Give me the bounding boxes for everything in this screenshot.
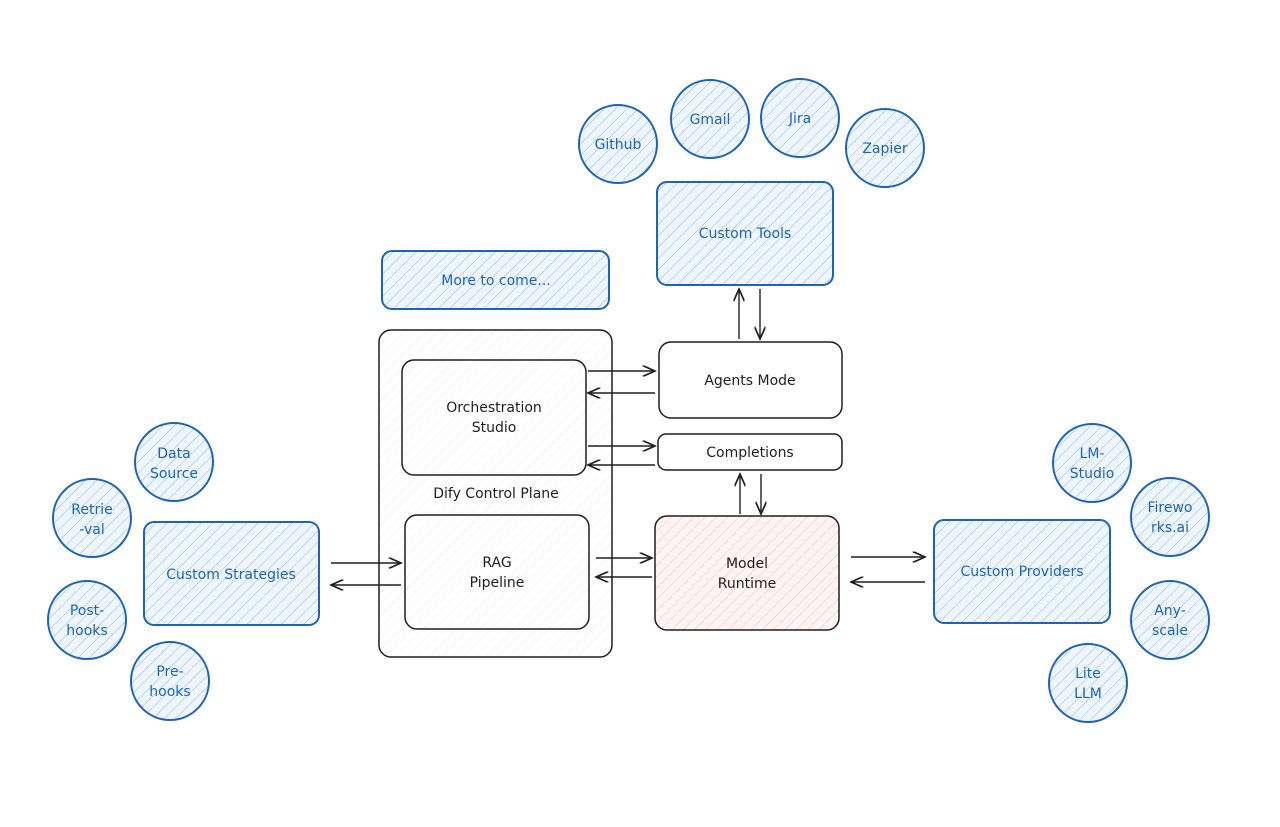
strategy-bubble-retrieval: Retrie -val	[52, 478, 132, 558]
strategy-bubble-line-2: -val	[79, 522, 104, 538]
agents-mode-box: Agents Mode	[658, 341, 843, 419]
strategy-bubble-post-hooks: Post- hooks	[47, 580, 127, 660]
strategy-bubble-line-1: Post-	[70, 603, 104, 619]
custom-tools-label: Custom Tools	[699, 226, 792, 242]
strategy-bubble-line-2: hooks	[149, 684, 190, 700]
model-runtime-box: Model Runtime	[654, 515, 840, 631]
more-to-come-label: More to come...	[441, 273, 551, 289]
strategy-bubble-line-1: Retrie	[71, 502, 112, 518]
dify-control-plane: Dify Control Plane Orchestration Studio …	[378, 329, 613, 658]
custom-tools-box: Custom Tools	[656, 181, 834, 286]
strategy-bubble-line-1: Data	[157, 446, 190, 462]
provider-bubble-line-2: scale	[1152, 623, 1188, 639]
tool-bubble-zapier: Zapier	[845, 108, 925, 188]
provider-bubble-fireworks: Firewo rks.ai	[1130, 477, 1210, 557]
rag-pipeline-box: RAG Pipeline	[404, 514, 590, 630]
strategy-bubble-line-2: Source	[150, 466, 198, 482]
tool-bubble-label: Github	[595, 137, 642, 153]
strategy-bubble-data-source: Data Source	[134, 422, 214, 502]
custom-providers-box: Custom Providers	[933, 519, 1111, 624]
orchestration-line-2: Studio	[472, 420, 517, 436]
provider-bubble-anyscale: Any- scale	[1130, 580, 1210, 660]
model-runtime-line-1: Model	[726, 556, 768, 572]
strategy-bubble-line-2: hooks	[66, 623, 107, 639]
strategy-bubble-pre-hooks: Pre- hooks	[130, 641, 210, 721]
custom-strategies-box: Custom Strategies	[143, 521, 320, 626]
provider-bubble-line-1: Lite	[1075, 666, 1101, 682]
tool-bubble-label: Gmail	[690, 112, 731, 128]
orchestration-line-1: Orchestration	[446, 400, 542, 416]
tool-bubble-label: Zapier	[862, 141, 908, 157]
custom-providers-label: Custom Providers	[960, 564, 1083, 580]
tool-bubble-gmail: Gmail	[670, 79, 750, 159]
agents-mode-label: Agents Mode	[704, 373, 795, 389]
rag-line-2: Pipeline	[470, 575, 525, 591]
custom-strategies-label: Custom Strategies	[166, 567, 296, 583]
provider-bubble-line-1: LM-	[1080, 446, 1105, 462]
provider-bubble-lm-studio: LM- Studio	[1052, 423, 1132, 503]
tool-bubble-github: Github	[578, 104, 658, 184]
more-to-come-box: More to come...	[381, 250, 610, 310]
provider-bubble-line-1: Firewo	[1147, 500, 1192, 516]
provider-bubble-line-2: LLM	[1074, 686, 1102, 702]
model-runtime-line-2: Runtime	[718, 576, 776, 592]
orchestration-studio-box: Orchestration Studio	[401, 359, 587, 476]
provider-bubble-line-1: Any-	[1154, 603, 1186, 619]
provider-bubble-line-2: rks.ai	[1151, 520, 1189, 536]
strategy-bubble-line-1: Pre-	[156, 664, 183, 680]
completions-label: Completions	[706, 445, 793, 461]
tool-bubble-label: Jira	[788, 111, 811, 127]
rag-line-1: RAG	[482, 555, 511, 571]
control-plane-label: Dify Control Plane	[433, 486, 559, 502]
completions-box: Completions	[657, 433, 843, 471]
provider-bubble-litellm: Lite LLM	[1048, 643, 1128, 723]
tool-bubble-jira: Jira	[760, 78, 840, 158]
arrows	[331, 289, 925, 585]
provider-bubble-line-2: Studio	[1070, 466, 1115, 482]
